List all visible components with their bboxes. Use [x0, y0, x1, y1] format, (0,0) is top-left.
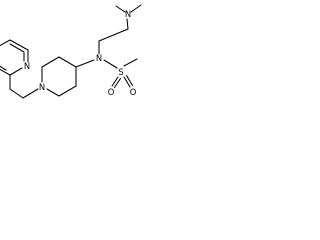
bond-methyl-b: [130, 4, 142, 13]
ring-bond-2: [41, 56, 60, 68]
sulfur-label: S: [118, 67, 123, 77]
bond-ch2-ch2: [9, 88, 24, 99]
pyr-bond-c5-c4: [0, 39, 11, 47]
dimethylamino-group: [115, 4, 142, 30]
pyr-double-1: [0, 65, 7, 71]
ring-bond-5: [58, 85, 77, 97]
piperidine-nitrogen-label: N: [39, 82, 45, 92]
chemical-structure-diagram: N N S O O N N: [0, 4, 142, 99]
ring-bond-6: [46, 88, 60, 97]
bond-s-o1-b: [113, 77, 122, 89]
pyridine-nitrogen-label: N: [24, 61, 30, 71]
piperidine-ring: [41, 56, 95, 97]
pyridyl-ethyl-linker: [9, 74, 39, 99]
oxygen-label-2: O: [130, 87, 137, 97]
methanesulfonyl-group: [103, 58, 138, 89]
pyr-bond-c6-c5: [9, 39, 29, 51]
bond-n-ch2: [22, 88, 39, 99]
pyr-bond-c2-n: [9, 67, 23, 76]
sulfonamide-nitrogen-label: N: [96, 53, 102, 63]
pyr-bond-c2-c3: [0, 68, 11, 76]
amine-nitrogen-label: N: [125, 9, 131, 19]
ethyl-linker: [98, 28, 129, 55]
pyr-double-2: [9, 43, 25, 53]
oxygen-label-1: O: [108, 87, 115, 97]
bond-n-s: [103, 59, 118, 69]
bond-s-o2-a: [123, 76, 131, 88]
pyridine-ring: [0, 39, 29, 76]
bond-amine-chain: [126, 18, 129, 30]
bond-chain-ch2: [98, 28, 129, 42]
bond-n-c4: [75, 59, 95, 68]
bond-s-o2-b: [125, 74, 134, 87]
ring-bond-1: [58, 56, 77, 68]
bond-s-methyl: [123, 58, 138, 67]
bond-methyl-a: [115, 5, 126, 13]
bond-s-o1-a: [111, 76, 119, 87]
